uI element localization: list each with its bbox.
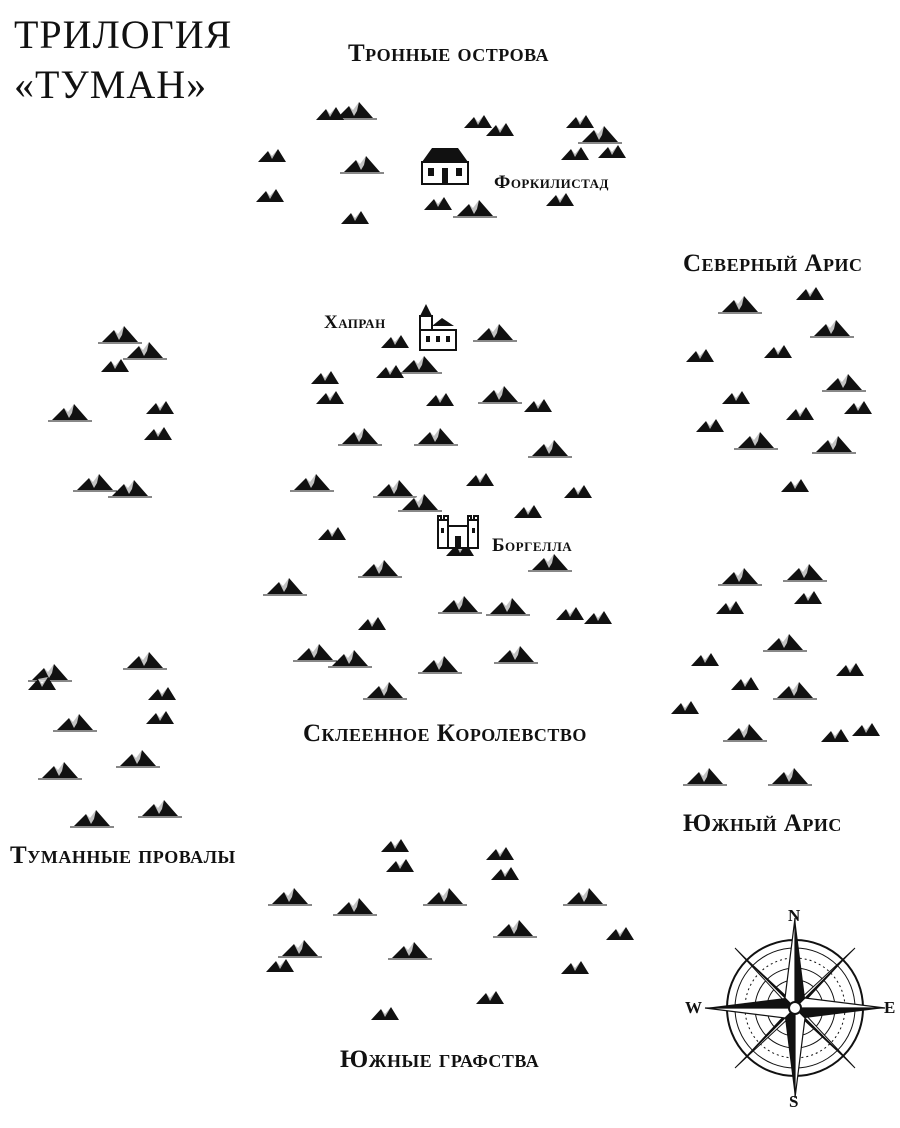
mountains-yuzhny-aris — [671, 563, 880, 786]
region-label-tronnye: Тронные острова — [348, 40, 549, 67]
region-label-tumannye: Туманные провалы — [10, 842, 236, 869]
city-label-khapran: Хапран — [324, 312, 386, 333]
chapel-icon — [419, 304, 457, 351]
mountains-yuzhnye-grafstva — [266, 839, 634, 1020]
compass-w-label: W — [685, 998, 702, 1017]
city-label-borgella: Боргелла — [492, 535, 573, 556]
mountains-west — [47, 325, 174, 498]
city-label-forkilistad: Форкилистад — [494, 172, 609, 193]
house-icon — [421, 148, 469, 185]
compass-s-label: S — [789, 1092, 799, 1111]
region-label-yuzhnye-grafstva: Южные графства — [340, 1046, 540, 1073]
mountains-skleennoe — [262, 323, 612, 700]
castle-icon — [437, 515, 479, 549]
mountains-tumannye — [27, 651, 183, 828]
mountains-severny-aris — [686, 287, 872, 492]
region-label-yuzhny-aris: Южный Арис — [683, 810, 842, 837]
region-label-severny-aris: Северный Арис — [683, 250, 863, 277]
compass-rose-icon — [704, 917, 886, 1099]
map-title-line2: «ТУМАН» — [14, 62, 208, 107]
region-label-skleennoe: Склеенное Королевство — [303, 720, 587, 747]
compass-n-label: N — [788, 906, 801, 925]
map-title: ТРИЛОГИЯ «ТУМАН» — [14, 10, 232, 110]
compass-e-label: E — [884, 998, 896, 1017]
map-title-line1: ТРИЛОГИЯ — [14, 12, 233, 57]
